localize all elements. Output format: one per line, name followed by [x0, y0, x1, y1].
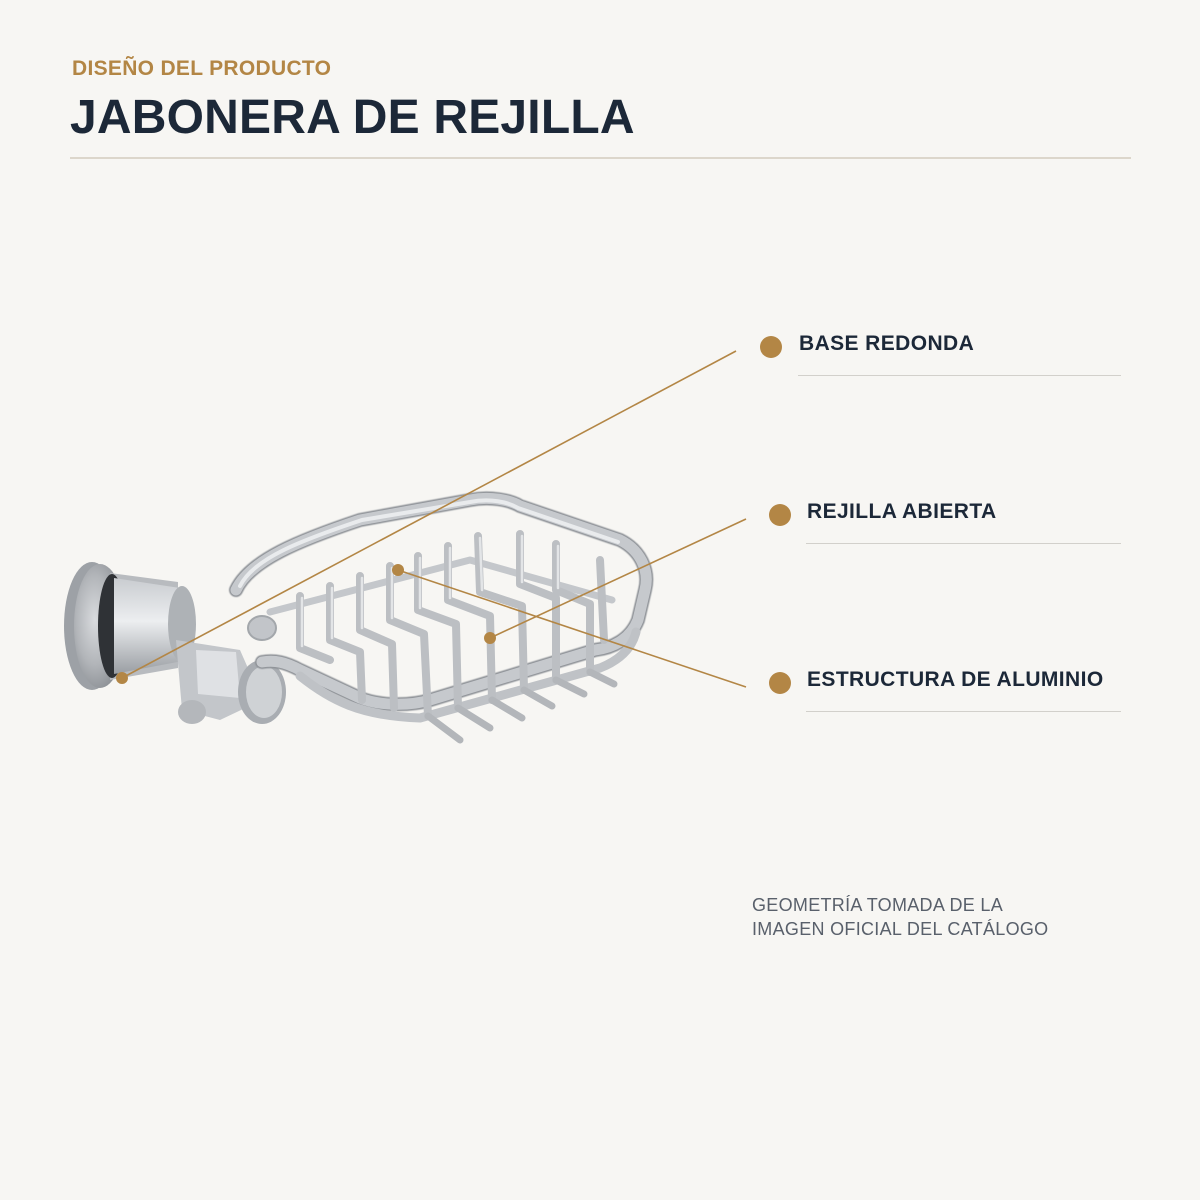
- callout-dot: [769, 504, 791, 526]
- wire-basket: [229, 491, 654, 744]
- callout-label: REJILLA ABIERTA: [807, 500, 997, 523]
- round-base: [64, 562, 196, 690]
- support-arm: [176, 640, 286, 724]
- footnote-line: IMAGEN OFICIAL DEL CATÁLOGO: [752, 919, 1049, 939]
- callout-underline: [806, 543, 1121, 544]
- anchor-dot-structure: [392, 564, 404, 576]
- header-divider: [70, 157, 1131, 159]
- callout-dot: [760, 336, 782, 358]
- soap-dish-product: [64, 491, 654, 744]
- anchor-dot-grid: [484, 632, 496, 644]
- callout-label: BASE REDONDA: [799, 332, 975, 355]
- footnote-line: GEOMETRÍA TOMADA DE LA: [752, 895, 1003, 915]
- callout-dot: [769, 672, 791, 694]
- page-title: JABONERA DE REJILLA: [70, 91, 635, 144]
- callout-label: ESTRUCTURA DE ALUMINIO: [807, 668, 1104, 691]
- eyebrow-label: DISEÑO DEL PRODUCTO: [72, 57, 332, 80]
- leader-anchor-dots: [116, 564, 496, 684]
- footnote: GEOMETRÍA TOMADA DE LA IMAGEN OFICIAL DE…: [752, 893, 1049, 941]
- callout-underline: [806, 711, 1121, 712]
- leader-line-structure: [397, 569, 747, 688]
- anchor-dot-base: [116, 672, 128, 684]
- leader-line-grid: [489, 518, 747, 639]
- leader-lines: [121, 350, 747, 688]
- callout-underline: [798, 375, 1121, 376]
- leader-line-base: [121, 350, 737, 679]
